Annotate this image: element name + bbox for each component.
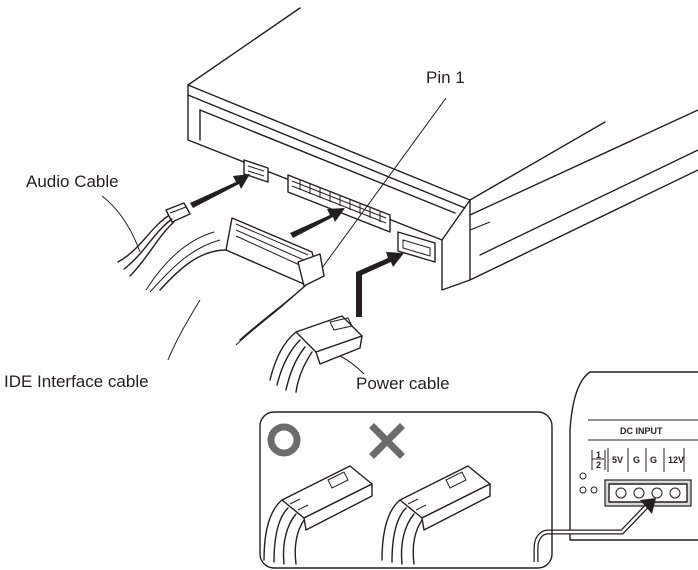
audio-cable <box>117 202 191 277</box>
wrong-connector <box>381 465 491 565</box>
pin-label-12v: 12V <box>668 455 684 465</box>
audio-cable-label: Audio Cable <box>26 172 119 191</box>
ide-ribbon-cable <box>145 217 325 346</box>
pin-label-g1: G <box>633 455 640 465</box>
orientation-inset <box>259 411 553 569</box>
ide-port <box>287 174 391 233</box>
leader-lines <box>101 97 447 375</box>
jumper-label-top: 1 <box>596 450 601 460</box>
pin1-label: Pin 1 <box>426 68 465 87</box>
dc-input-panel: DC INPUT 1 2 5V G G 12V <box>569 371 698 541</box>
ide-connector <box>297 253 325 287</box>
optical-drive <box>187 7 698 291</box>
power-cable <box>269 315 363 393</box>
jumper-label-bottom: 2 <box>596 460 601 470</box>
ide-cable-label: IDE Interface cable <box>4 372 149 391</box>
dc-input-title: DC INPUT <box>620 426 663 436</box>
inset-frame <box>259 411 553 569</box>
audio-port <box>243 159 269 183</box>
ide-leader <box>167 299 201 361</box>
pin-label-g2: G <box>650 455 657 465</box>
power-cable-label: Power cable <box>356 374 450 393</box>
correct-connector <box>263 465 373 565</box>
power-leader <box>339 355 365 375</box>
audio-leader <box>101 195 141 253</box>
arrow-icon <box>290 208 345 238</box>
pin-label-5v: 5V <box>612 455 623 465</box>
arrow-icon <box>190 174 250 208</box>
detail-pointer <box>533 503 650 562</box>
insertion-arrows <box>190 174 404 317</box>
circle-mark-icon <box>267 423 301 457</box>
power-port <box>397 231 436 263</box>
pin1-leader <box>321 97 447 269</box>
arrow-icon <box>356 252 404 317</box>
cross-mark-icon <box>369 423 405 459</box>
arrow-icon <box>640 498 656 514</box>
